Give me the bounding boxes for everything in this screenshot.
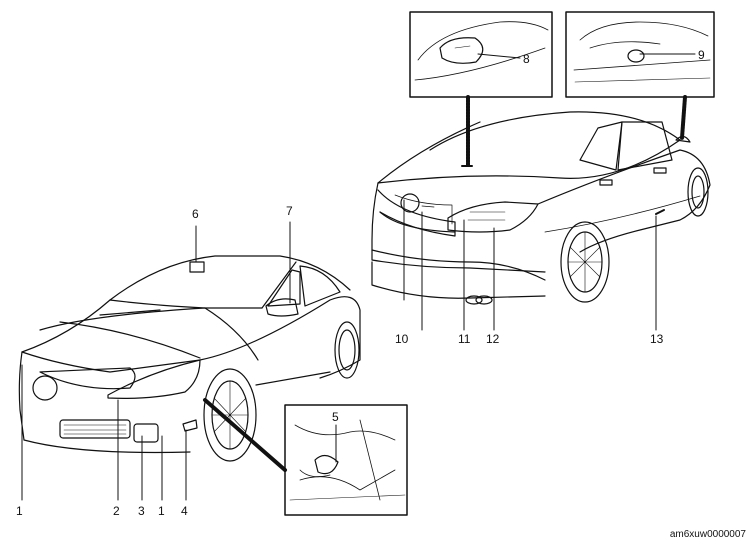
callout-1-left: 1 xyxy=(16,504,23,518)
leader-bar-5 xyxy=(203,398,287,472)
inset-panel-5 xyxy=(284,404,408,516)
callout-3: 3 xyxy=(138,504,145,518)
callout-12: 12 xyxy=(486,332,500,346)
callout-numbers: 1 1 2 3 4 5 6 7 8 9 10 11 12 13 xyxy=(16,48,705,518)
callout-9: 9 xyxy=(698,48,705,62)
callout-4: 4 xyxy=(181,504,188,518)
callout-1-right: 1 xyxy=(158,504,165,518)
callout-11: 11 xyxy=(458,332,471,346)
leader-bar-9 xyxy=(680,95,687,140)
front-car-illustration xyxy=(18,255,361,462)
callout-6: 6 xyxy=(192,207,199,221)
callout-2: 2 xyxy=(113,504,120,518)
callout-8: 8 xyxy=(523,52,530,66)
rear-car-illustration xyxy=(371,111,711,305)
callout-leaders xyxy=(21,53,696,501)
callout-13: 13 xyxy=(650,332,664,346)
callout-10: 10 xyxy=(395,332,409,346)
callout-7: 7 xyxy=(286,204,293,218)
callout-5: 5 xyxy=(332,410,339,424)
inset-panel-8 xyxy=(409,11,553,98)
figure-code: am6xuw0000007 xyxy=(669,529,746,540)
